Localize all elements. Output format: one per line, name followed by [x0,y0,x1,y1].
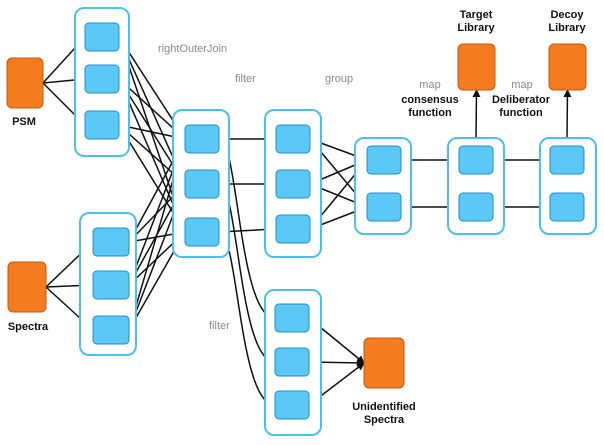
psm-label: PSM [12,116,36,128]
target-library-label-line2: Library [457,22,495,34]
data-sources [6,43,587,389]
edge-to-decoy-library [563,89,572,139]
unidentified-spectra-label-line1: Unidentified [352,401,416,413]
rdd-partition [458,145,494,175]
decoy-library-sink [548,43,587,91]
rdd-partition [92,270,130,300]
rdd-partition [366,192,402,222]
rdd-partition [92,315,130,345]
map-deliberator-op-label: map [511,79,532,91]
rdd-partition [84,22,120,52]
rdd-partition [84,110,120,140]
rdd-partition [275,214,311,244]
decoy-library-label-line2: Library [548,22,586,34]
rdd-partition [184,217,220,247]
rdd-partition [458,192,494,222]
rdd-partition [84,64,120,94]
spectra-source [7,261,47,313]
map-consensus-fn-label-line1: consensus [401,94,458,106]
rdd-stages [74,7,597,436]
rdd-partition [184,169,220,199]
filter-top-label: filter [235,73,256,85]
psm-source [6,57,44,109]
rdd-partition [275,169,311,199]
map-consensus-fn-label-line2: function [408,107,452,119]
map-deliberator-fn-label-line1: Deliberator [492,94,551,106]
rdd-partition [274,347,310,377]
spectra-label: Spectra [8,321,49,333]
unidentified-spectra-sink [363,337,405,389]
group-label: group [325,73,353,85]
target-library-sink [457,43,496,91]
rdd-partition [549,192,585,222]
rdd-partition [92,227,130,257]
edge-to-target-library [472,89,481,139]
rdd-partition [366,145,402,175]
target-library-label-line1: Target [460,9,493,21]
filter-bottom-label: filter [209,320,230,332]
decoy-library-label-line1: Decoy [550,9,584,21]
rdd-partition [549,145,585,175]
unidentified-spectra-label-line2: Spectra [364,414,405,426]
map-deliberator-fn-label-line2: function [499,107,543,119]
rdd-partition [275,124,311,154]
right-outer-join-label: rightOuterJoin [158,43,227,55]
rdd-partition [274,303,310,333]
rdd-partition [274,390,310,420]
rdd-partition [184,124,220,154]
map-consensus-op-label: map [419,79,440,91]
